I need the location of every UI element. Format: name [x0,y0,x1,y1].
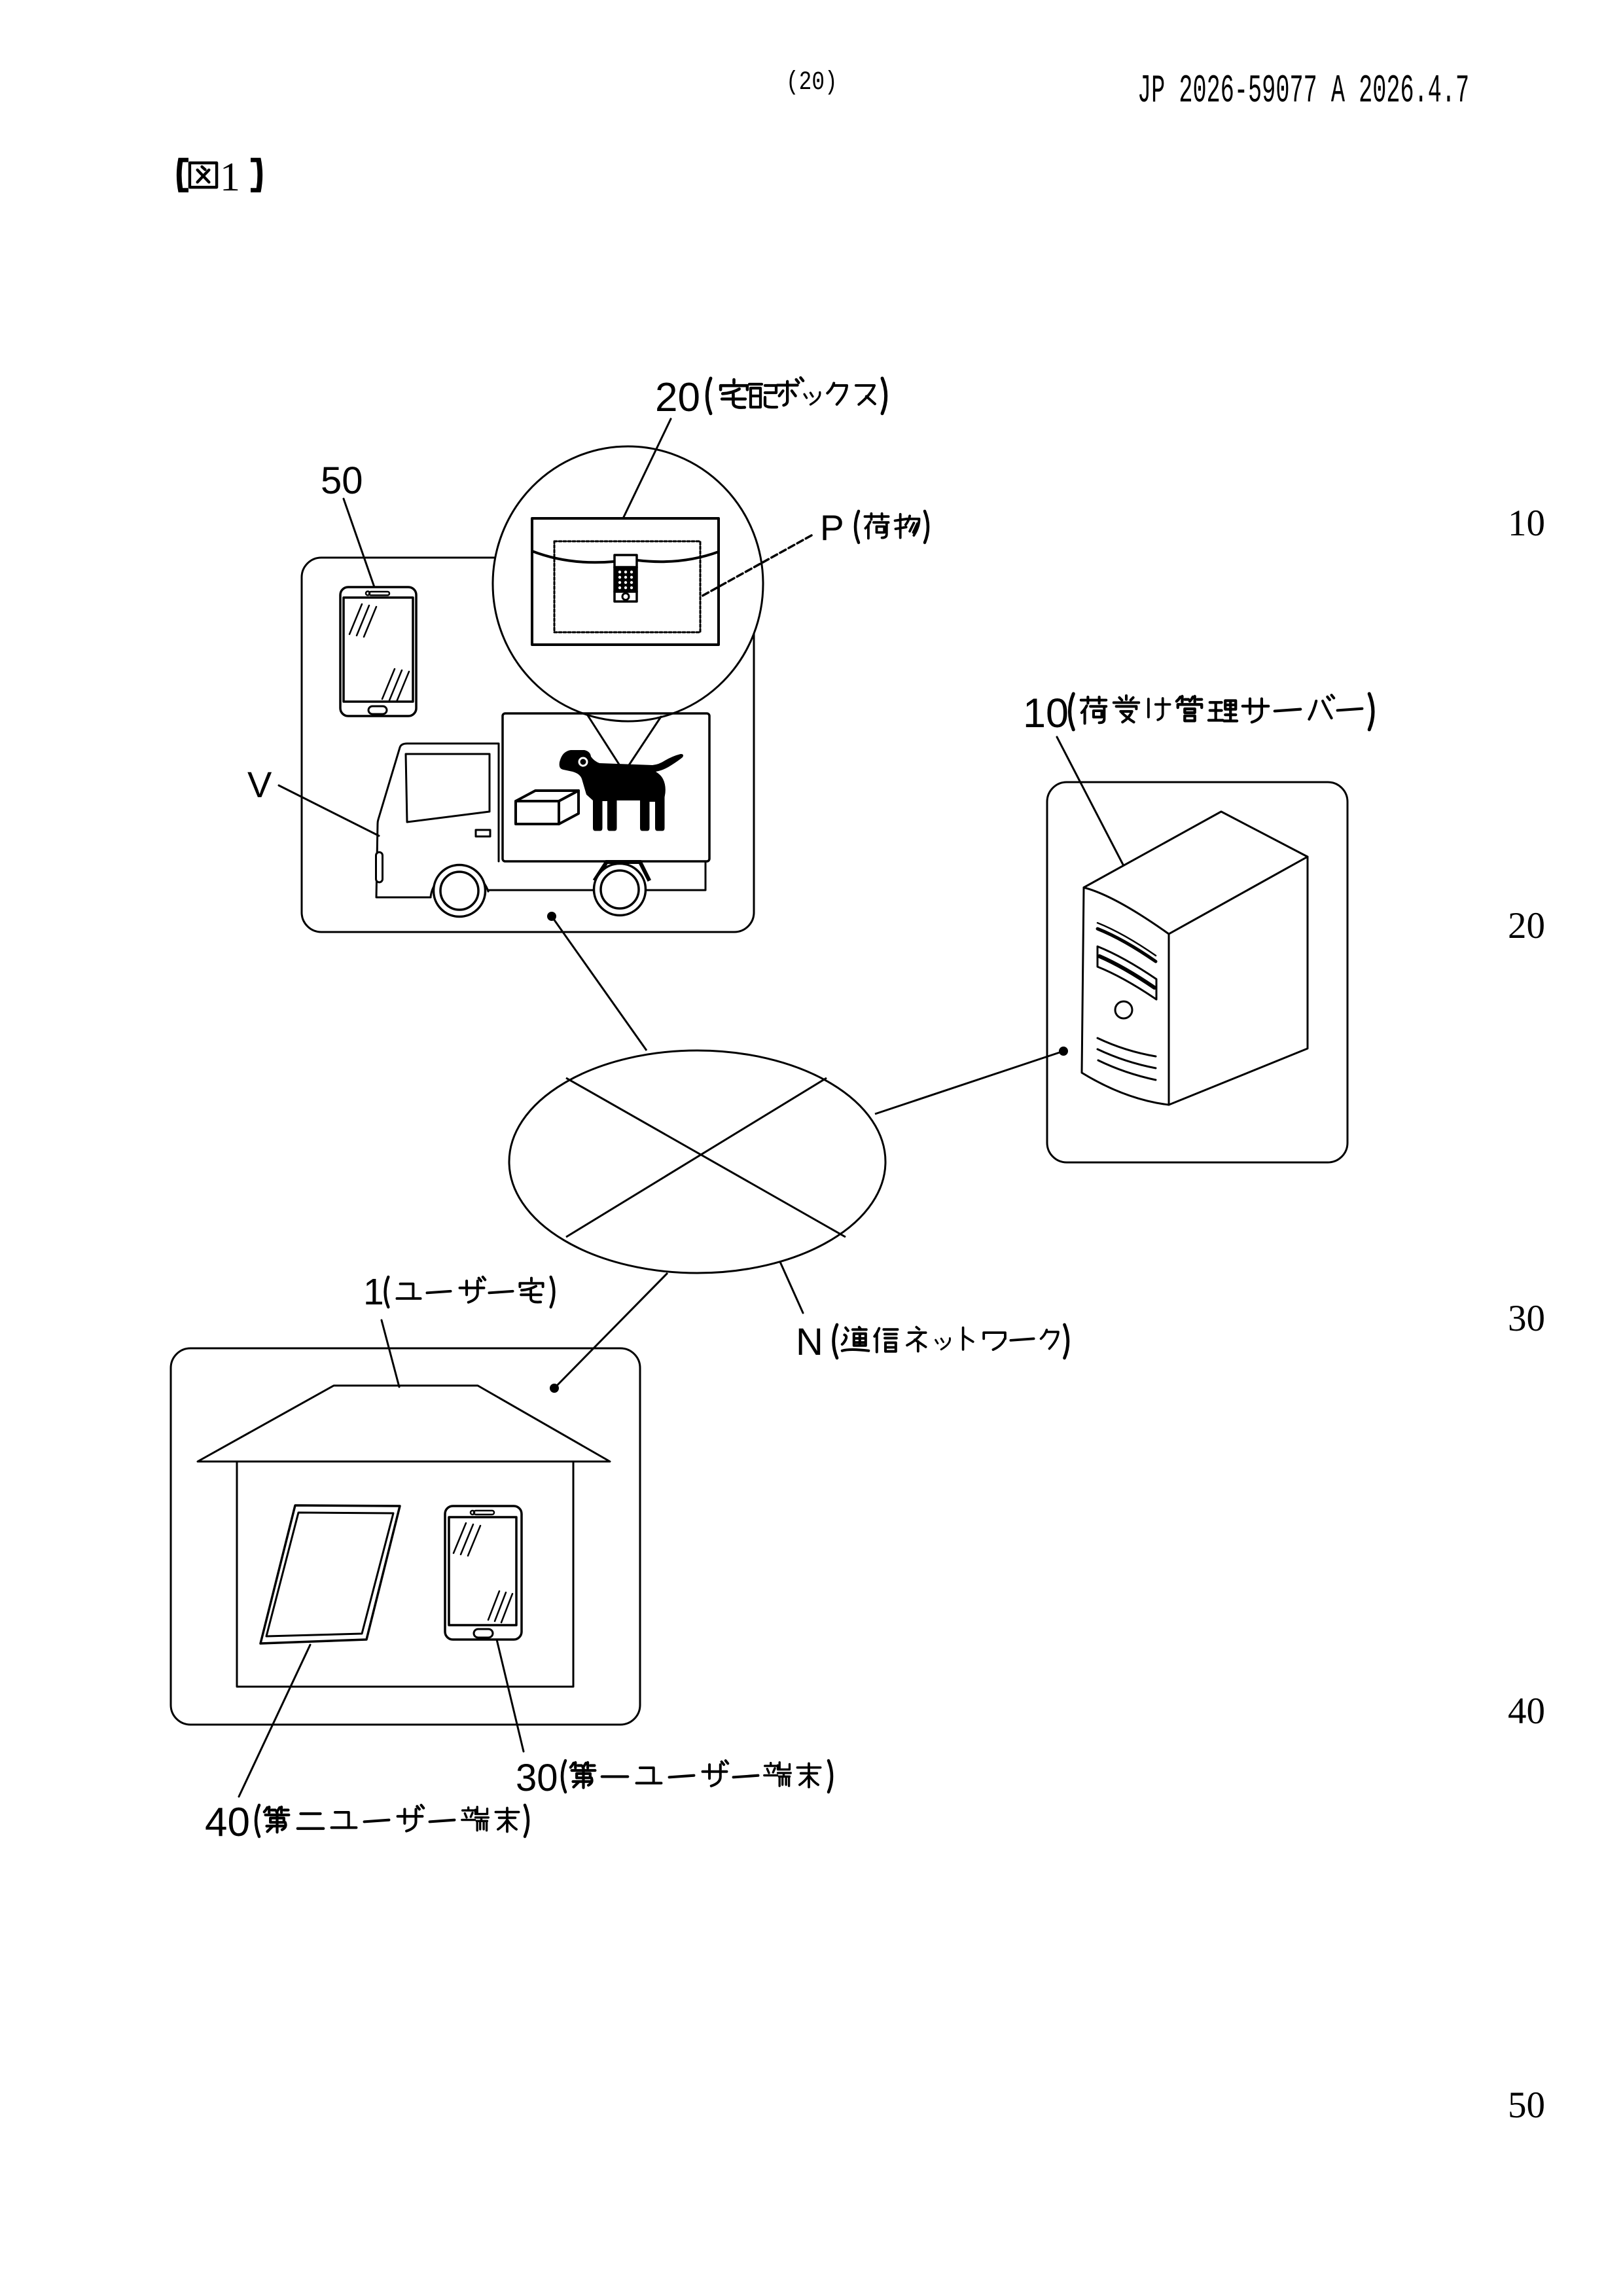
svg-text:N: N [796,1321,823,1363]
svg-text:40: 40 [1508,1691,1545,1732]
svg-text:JP 2026-59077 A 2026.4.7: JP 2026-59077 A 2026.4.7 [1137,69,1469,113]
svg-text:30: 30 [516,1757,558,1799]
svg-text:10: 10 [1508,503,1545,544]
svg-text:1: 1 [363,1271,384,1313]
svg-text:30: 30 [1508,1298,1545,1339]
svg-text:50: 50 [1508,2085,1545,2126]
svg-text:50: 50 [321,459,363,502]
svg-text:20: 20 [1508,905,1545,946]
svg-text:1: 1 [220,155,240,200]
svg-text:20: 20 [655,375,700,420]
svg-text:10: 10 [1023,691,1069,736]
svg-text:V: V [247,764,272,805]
svg-text:(20): (20) [786,67,838,97]
svg-text:P: P [820,507,844,548]
svg-text:40: 40 [205,1800,250,1845]
